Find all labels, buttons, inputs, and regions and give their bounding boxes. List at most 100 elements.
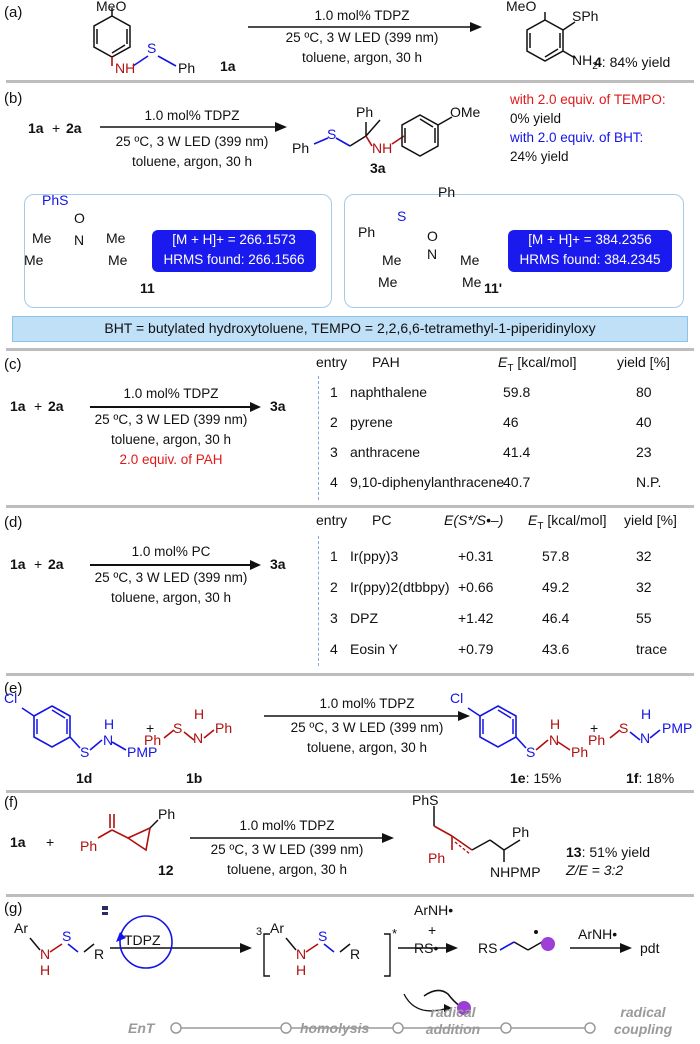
e-1e-ph: Ph <box>571 744 589 760</box>
c-reactant-2a: 2a <box>48 398 64 414</box>
c-plus: + <box>34 398 43 414</box>
d-cell-r1-c1: 1 <box>330 548 338 564</box>
hrms-box-11: [M + H]+ = 266.1573 HRMS found: 266.1566 <box>152 230 316 272</box>
conditions-a: 1.0 mol% TDPZ 25 ºC, 3 W LED (399 nm) to… <box>252 6 472 68</box>
f-yield-13: : 51% yield <box>581 844 651 860</box>
c-cell-r4-c3: 40.7 <box>503 474 531 490</box>
reactant-1a: 1a <box>28 120 44 136</box>
c-cell-r1-c1: 1 <box>330 384 338 400</box>
note-bht-yield: 24% yield <box>510 149 569 164</box>
c-cell-r2-c2: pyrene <box>350 414 393 430</box>
e-label-1b: 1b <box>186 770 203 786</box>
d-cell-r4-c3: +0.79 <box>458 641 494 657</box>
3a-ome: OMe <box>450 104 481 120</box>
abbreviation-banner: BHT = butylated hydroxytoluene, TEMPO = … <box>12 316 688 342</box>
d-cell-r4-c4: 43.6 <box>542 641 570 657</box>
divider-f <box>6 894 694 897</box>
c-arrowhead <box>250 401 261 412</box>
nh-atom: NH <box>115 60 136 76</box>
c-col-yield: yield [%] <box>617 354 670 370</box>
d-cell-r2-c5: 32 <box>636 579 652 595</box>
3a-nh: NH <box>372 140 393 156</box>
catalyst-loading-b: 1.0 mol% TDPZ <box>144 108 240 123</box>
g-sm-h: H <box>40 962 51 978</box>
inhibition-notes: with 2.0 equiv. of TEMPO: 0% yield with … <box>510 90 666 166</box>
note-tempo: with 2.0 equiv. of TEMPO: <box>510 92 666 107</box>
e-1e-s: S <box>526 744 536 760</box>
panel-a-label: (a) <box>4 4 23 21</box>
divider-e <box>6 790 694 793</box>
e-1f-s: S <box>619 720 629 736</box>
g-plus: + <box>428 922 437 938</box>
g-coupling-arnh: ArNH• <box>578 926 618 942</box>
c-product: 3a <box>270 398 286 414</box>
g-catalyst: TDPZ <box>124 932 161 948</box>
e-1f-h: H <box>641 706 652 722</box>
d-cell-r4-c2: Eosin Y <box>350 641 398 657</box>
e-1b-s: S <box>173 720 183 736</box>
g-adduct-rs: RS <box>478 940 498 956</box>
adduct-11p-me1: Me <box>382 252 402 268</box>
e-1b-ph1: Ph <box>144 732 162 748</box>
divider-d <box>6 673 694 676</box>
e-plus-2: + <box>590 720 599 736</box>
c-cell-r2-c4: 40 <box>636 414 652 430</box>
catalyst-loading: 1.0 mol% TDPZ <box>314 8 410 23</box>
g-step-coupling: radical coupling <box>613 1004 673 1037</box>
f-catalyst: 1.0 mol% TDPZ <box>239 818 335 833</box>
c-et-e: E <box>498 354 508 370</box>
g-triplet-3: 3 <box>256 926 263 938</box>
meo-group: MeO <box>96 0 127 14</box>
e-1f-pmp: PMP <box>662 720 693 736</box>
d-arrow <box>90 564 252 566</box>
c-cell-r4-c1: 4 <box>330 474 338 490</box>
e-label-1d: 1d <box>76 770 93 786</box>
c-cell-r3-c3: 41.4 <box>503 444 531 460</box>
d-cell-r3-c5: 55 <box>636 610 652 626</box>
c-arrow <box>90 406 252 408</box>
d-cell-r2-c4: 49.2 <box>542 579 570 595</box>
divider-c <box>6 505 694 508</box>
f-13-ph2: Ph <box>512 824 530 840</box>
conditions-c: 1.0 mol% TDPZ 25 ºC, 3 W LED (399 nm) to… <box>80 384 262 470</box>
hrms-box-11-prime: [M + H]+ = 384.2356 HRMS found: 384.2345 <box>508 230 672 272</box>
d-cell-r4-c1: 4 <box>330 641 338 657</box>
g-sm-s: S <box>62 928 72 944</box>
d-arrowhead <box>250 559 261 570</box>
e-yield-1e: : 15% <box>525 770 562 786</box>
hrms-11p-found: HRMS found: 384.2345 <box>519 252 661 267</box>
c-cell-r1-c3: 59.8 <box>503 384 531 400</box>
panel-a: (a) MeO NH S Ph 1a 1.0 mol% TDPZ 25 ºC, … <box>0 0 700 78</box>
product-4-label: 4 <box>594 54 602 70</box>
d-col-pc: PC <box>372 512 392 528</box>
c-col-et: ET [kcal/mol] <box>498 354 576 374</box>
conditions-f: 1.0 mol% TDPZ 25 ºC, 3 W LED (399 nm) to… <box>190 816 384 880</box>
c-cell-r4-c2: 9,10-diphenylanthracene <box>350 474 505 490</box>
e-1e-n: N <box>549 732 560 748</box>
g-ts-r: R <box>350 946 361 962</box>
panel-b: (b) 1a + 2a 1.0 mol% TDPZ 25 ºC, 3 W LED… <box>0 84 700 348</box>
nh2-n: NH <box>572 52 593 68</box>
solvent-conditions: toluene, argon, 30 h <box>301 50 423 65</box>
conditions-b: 1.0 mol% TDPZ 25 ºC, 3 W LED (399 nm) to… <box>96 106 288 172</box>
e-1e-cl: Cl <box>450 690 464 706</box>
adduct-11p-ph-s: Ph <box>358 224 376 240</box>
adduct-11-me3: Me <box>24 252 44 268</box>
adduct-11p-label: 11' <box>484 280 503 296</box>
c-table-divider <box>318 376 319 500</box>
c-col-entry: entry <box>316 354 348 370</box>
adduct-11p-s: S <box>397 208 407 224</box>
sph-group: SPh <box>572 8 599 24</box>
d-light: 25 ºC, 3 W LED (399 nm) <box>94 570 248 585</box>
light-conditions-b: 25 ºC, 3 W LED (399 nm) <box>115 134 269 149</box>
conditions-d: 1.0 mol% PC 25 ºC, 3 W LED (399 nm) tolu… <box>80 542 262 608</box>
f-ratio: Z/E = 3:2 <box>566 862 624 878</box>
f-light: 25 ºC, 3 W LED (399 nm) <box>210 842 364 857</box>
e-yield-1f: : 18% <box>638 770 675 786</box>
e-1f-n: N <box>640 730 651 746</box>
d-cell-r3-c4: 46.4 <box>542 610 570 626</box>
g-step-homolysis: homolysis <box>300 1020 370 1036</box>
c-reactant-1a: 1a <box>10 398 26 414</box>
f-13-ph1: Ph <box>428 850 446 866</box>
adduct-11p-o: O <box>427 228 438 244</box>
